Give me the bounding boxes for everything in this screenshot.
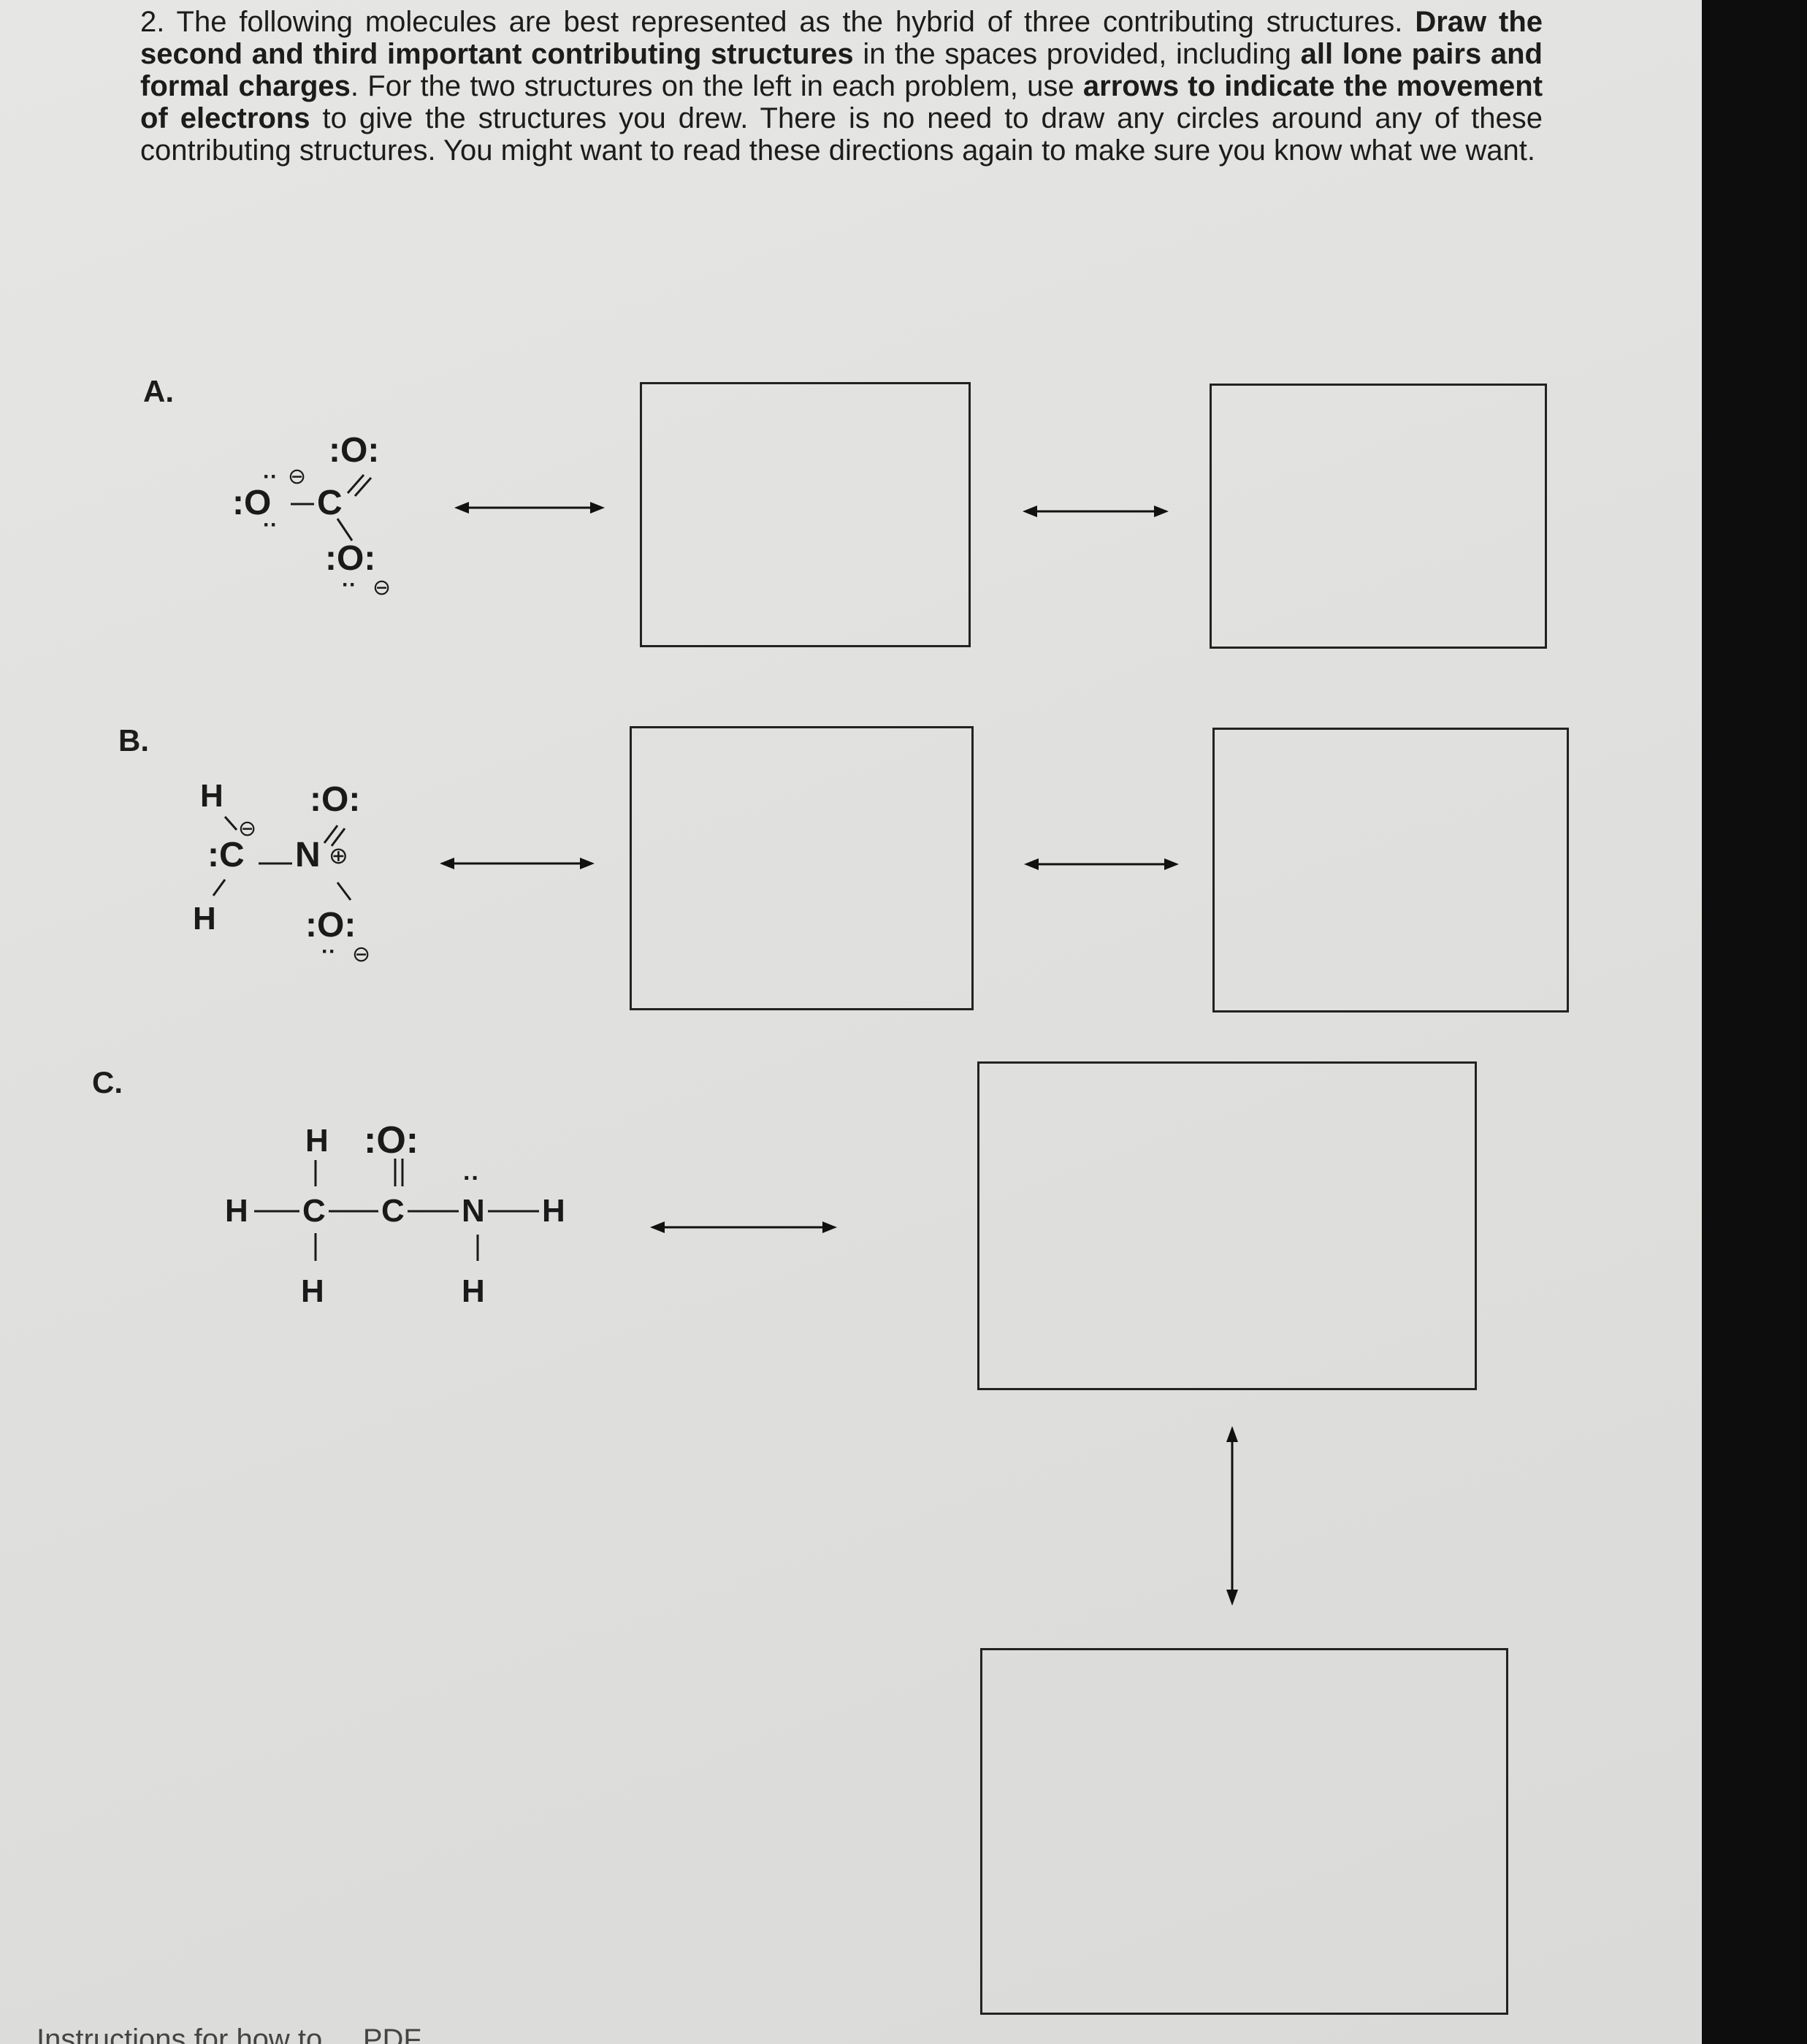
molecule-c-h-left: H — [225, 1193, 248, 1229]
instruction-segment: 2. The following molecules are best repr… — [140, 6, 1416, 38]
molecule-a-c: C — [317, 484, 343, 522]
molecule-b-h-bottom: H — [193, 901, 216, 937]
molecule-c-h-bottom-c: H — [301, 1273, 324, 1309]
molecule-c-h-bottom-n: H — [462, 1273, 485, 1309]
bond-b-double-2 — [330, 828, 346, 847]
lone-pair-a-lower: ·· — [342, 573, 356, 597]
bond-a-single-bottom — [336, 518, 354, 541]
lone-pair-a-bottom: ·· — [263, 513, 278, 537]
worksheet-page — [0, 0, 1702, 2044]
molecule-c-h-top: H — [305, 1123, 329, 1159]
molecule-b-o-top: :O: — [310, 780, 360, 819]
answer-box-c-third[interactable] — [980, 1648, 1508, 2015]
footer-instructions: Instructions for how to ... PDF — [37, 2024, 421, 2044]
molecule-a-o-top: :O: — [329, 431, 379, 470]
part-c-label: C. — [92, 1065, 123, 1099]
molecule-b-charge-o: ⊖ — [352, 942, 370, 966]
part-a-label: A. — [143, 374, 174, 408]
bond-a-double-2 — [354, 477, 373, 497]
bond-a-double-1 — [346, 474, 365, 494]
molecule-b-charge-n: ⊕ — [329, 842, 348, 869]
molecule-a-charge-left: ⊖ — [288, 465, 306, 489]
resonance-arrow-c2 — [1226, 1426, 1238, 1606]
instruction-segment: to give the structures you drew. There i… — [140, 102, 1543, 167]
molecule-c-o: :O: — [364, 1119, 419, 1162]
part-b-label: B. — [118, 723, 149, 758]
molecule-c: H :O: H C C ·· N H H H — [225, 1119, 565, 1309]
molecule-b-c: :C — [207, 836, 245, 874]
molecule-b-o-bottom: :O: — [305, 906, 356, 945]
molecule-a-charge-bottom: ⊖ — [373, 576, 391, 600]
molecule-c-c2: C — [381, 1193, 405, 1229]
resonance-arrow-a1 — [454, 502, 605, 514]
bond-b-n-o-bottom — [336, 882, 352, 901]
answer-box-a-third[interactable] — [1210, 384, 1547, 649]
answer-box-b-second[interactable] — [630, 726, 974, 1010]
question-instructions: 2. The following molecules are best repr… — [140, 6, 1543, 167]
bond-b-h-bottom — [212, 879, 226, 896]
molecule-c-n: N — [462, 1193, 485, 1229]
lone-pair-c-n: ·· — [463, 1164, 480, 1192]
lone-pair-a-top: ·· — [263, 465, 278, 489]
resonance-arrow-a2 — [1023, 506, 1169, 517]
resonance-arrow-c1 — [650, 1221, 837, 1233]
molecule-b: H ⊖ :C N ⊕ :O: H :O: ·· ⊖ — [193, 778, 370, 966]
molecule-c-h-right: H — [542, 1193, 565, 1229]
bond-b-h-top — [224, 816, 238, 831]
answer-box-a-second[interactable] — [640, 382, 971, 647]
molecule-b-charge-c: ⊖ — [238, 817, 256, 841]
resonance-arrow-b2 — [1024, 858, 1179, 870]
molecule-c-c1: C — [302, 1193, 326, 1229]
molecule-b-h-top: H — [200, 778, 224, 814]
lone-pair-b-lower: ·· — [321, 939, 336, 964]
instruction-segment: all lone pairs and formal charges — [140, 38, 1543, 102]
resonance-arrow-b1 — [440, 858, 595, 869]
molecule-a-o-bottom: :O: — [325, 539, 375, 578]
bond-b-double-1 — [323, 825, 339, 844]
instruction-segment: in the spaces provided, including — [853, 38, 1301, 70]
instruction-segment: . For the two structures on the left in … — [350, 70, 1083, 102]
molecule-a-o-left: :O — [232, 484, 271, 522]
answer-box-c-second[interactable] — [977, 1061, 1477, 1390]
molecule-b-n: N — [295, 836, 321, 874]
instruction-segment: Draw the second and third important cont… — [140, 6, 1543, 70]
screen-edge — [1702, 0, 1807, 2044]
answer-box-b-third[interactable] — [1212, 728, 1569, 1013]
instruction-segment: arrows to indicate the movement of elect… — [140, 70, 1543, 134]
molecule-a: :O: :O ⊖ ·· ·· C :O: ·· ⊖ — [232, 431, 391, 600]
